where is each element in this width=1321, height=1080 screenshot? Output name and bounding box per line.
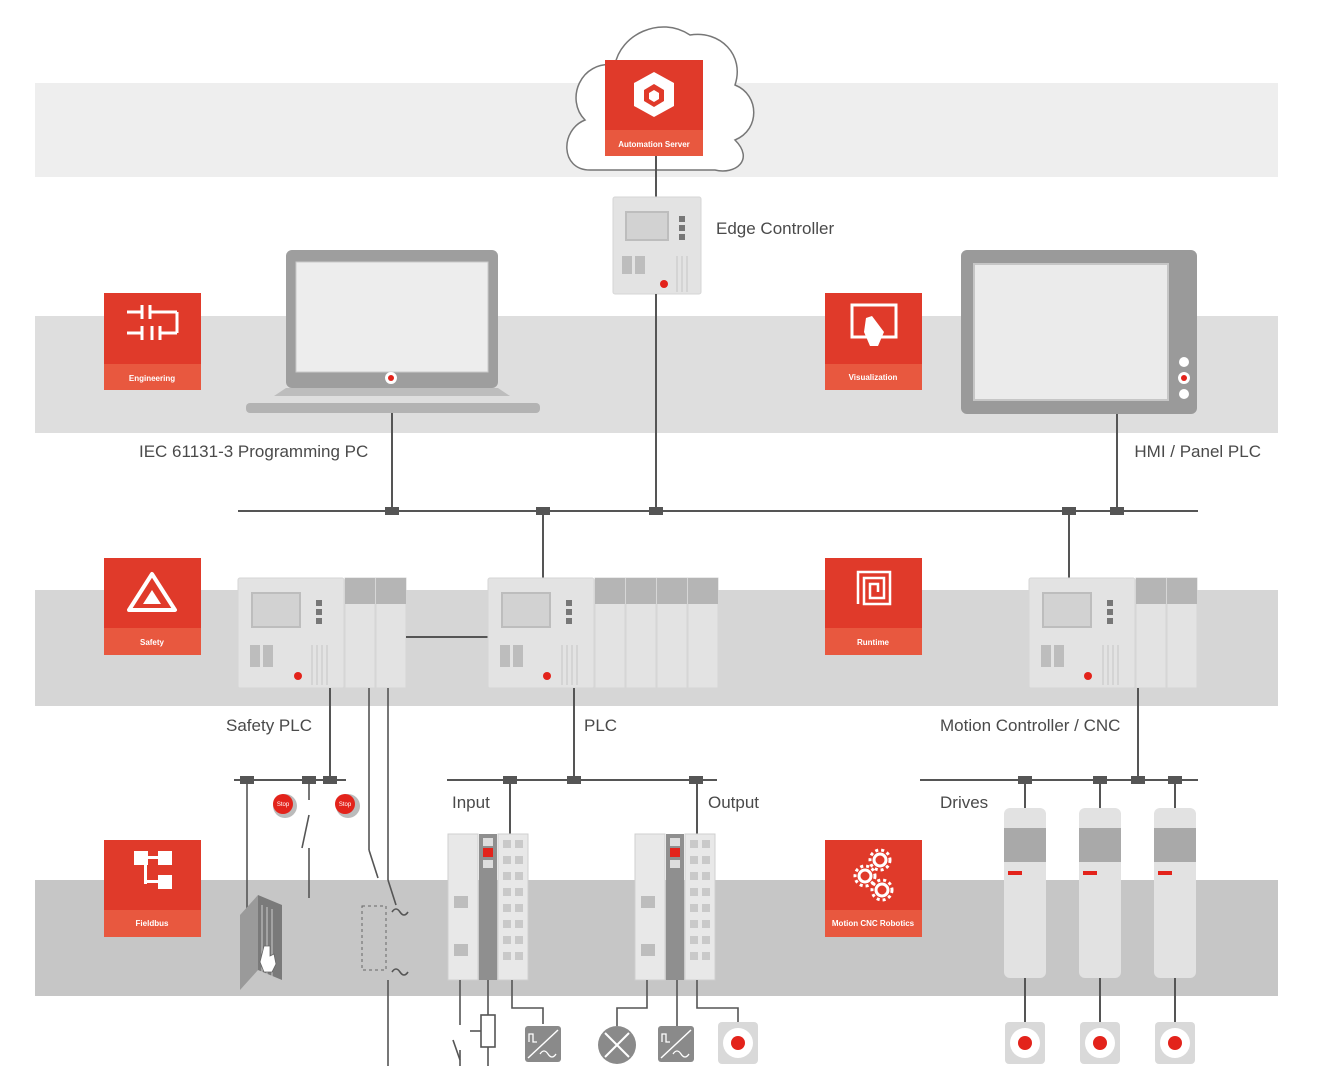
spiral-icon [856, 570, 892, 606]
motor-icon-drive-1 [1005, 1022, 1045, 1064]
engineering-tile[interactable]: Engineering [104, 293, 201, 390]
analog-sensor-icon-output [658, 1026, 694, 1062]
edge-controller-label: Edge Controller [716, 219, 834, 238]
gears-icon [853, 848, 894, 902]
edge-controller-device[interactable] [612, 196, 702, 295]
engineering-label: Engineering [129, 374, 175, 383]
hexagon-logo-icon [634, 72, 674, 117]
ladder-logic-icon [127, 305, 179, 340]
motor-icon-output [718, 1022, 758, 1064]
motion-cnc-robotics-label: Motion CNC Robotics [832, 919, 915, 928]
visualization-tile[interactable]: Visualization [825, 293, 922, 390]
network-tree-icon [134, 851, 172, 889]
lamp-icon [598, 1026, 636, 1064]
safety-plc-label: Safety PLC [226, 716, 312, 735]
drive-unit-1[interactable] [1004, 808, 1046, 978]
input-io-module[interactable] [447, 833, 529, 981]
hmi-panel-label: HMI / Panel PLC [1134, 442, 1261, 461]
automation-server-tile[interactable]: Automation Server [605, 60, 703, 156]
touch-screen-icon [850, 303, 898, 346]
drive-unit-2[interactable] [1079, 808, 1121, 978]
motion-cnc-robotics-tile[interactable]: Motion CNC Robotics [825, 840, 922, 937]
warning-triangle-icon [127, 572, 177, 612]
programming-pc-label: IEC 61131-3 Programming PC [139, 442, 368, 461]
fieldbus-tile[interactable]: Fieldbus [104, 840, 201, 937]
safety-tile[interactable]: Safety [104, 558, 201, 655]
drives-label: Drives [940, 793, 988, 812]
potentiometer-icon [480, 1014, 496, 1048]
visualization-label: Visualization [849, 373, 898, 382]
motor-icon-drive-3 [1155, 1022, 1195, 1064]
stop-text-1: Stop [277, 802, 290, 808]
input-label: Input [452, 793, 490, 812]
drive-unit-3[interactable] [1154, 808, 1196, 978]
plc-device[interactable] [487, 577, 719, 689]
analog-sensor-icon-input [525, 1026, 561, 1062]
motion-controller-label: Motion Controller / CNC [940, 716, 1120, 735]
hmi-panel-device[interactable] [961, 250, 1197, 414]
plc-label: PLC [584, 716, 617, 735]
programming-pc-laptop[interactable] [246, 250, 540, 413]
safety-plc-device[interactable] [237, 577, 407, 689]
safety-label: Safety [140, 638, 165, 647]
automation-server-label: Automation Server [618, 140, 690, 149]
runtime-label: Runtime [857, 638, 890, 647]
emergency-stop-button-1[interactable]: Stop [273, 794, 297, 818]
stop-text-2: Stop [339, 802, 352, 808]
output-io-module[interactable] [634, 833, 716, 981]
emergency-stop-button-2[interactable]: Stop [335, 794, 360, 818]
output-label: Output [708, 793, 759, 812]
light-curtain-icon [240, 895, 282, 990]
motion-controller-device[interactable] [1028, 577, 1198, 689]
motor-icon-drive-2 [1080, 1022, 1120, 1064]
fieldbus-label: Fieldbus [136, 919, 169, 928]
runtime-tile[interactable]: Runtime [825, 558, 922, 655]
